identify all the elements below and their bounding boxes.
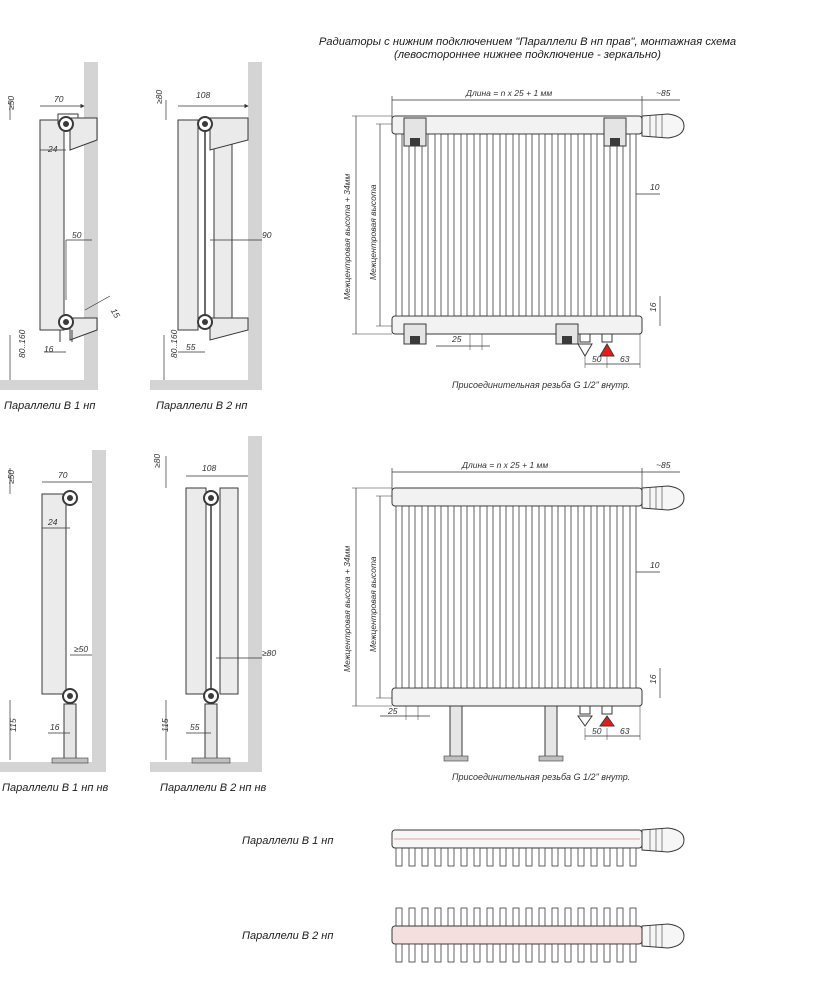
dim-108-b: 108 [196, 90, 210, 100]
dim-108-d: 108 [202, 463, 216, 473]
dim-115-d: 115 [160, 718, 170, 732]
side-view-b2np-nv: ≥80 108 ≥80 55 115 [150, 436, 276, 772]
dim-floor-a: 80..160 [17, 329, 27, 358]
dim-height-center-1: Межцентровая высота [368, 184, 378, 280]
dim-16-1: 16 [648, 302, 658, 312]
dim-70-c: 70 [58, 470, 68, 480]
side-view-b1np-nv: ≥50 70 24 ≥50 16 115 [0, 450, 106, 772]
dim-55-b: 55 [186, 342, 196, 352]
dim-16-2: 16 [648, 674, 658, 684]
valve-supply-2 [599, 715, 615, 727]
dim-55-d: 55 [190, 722, 200, 732]
dim-height-total-2: Межцентровая высота + 34мм [342, 546, 352, 672]
dim-ge50-c: ≥50 [74, 644, 88, 654]
diagram-title: Радиаторы с нижним подключением "Паралле… [240, 36, 815, 62]
dim-10-2: 10 [650, 560, 660, 570]
dim-height-total-1: Межцентровая высота + 34мм [342, 174, 352, 300]
thread-note-1: Присоединительная резьба G 1/2" внутр. [452, 380, 630, 390]
label-b2np: Параллели В 2 нп [156, 400, 248, 412]
label-b1np-nv: Параллели В 1 нп нв [2, 782, 109, 794]
title-line-1: Радиаторы с нижним подключением "Паралле… [318, 36, 737, 48]
dim-height-center-2: Межцентровая высота [368, 556, 378, 652]
label-b1np: Параллели В 1 нп [4, 400, 96, 412]
dim-63-1: 63 [620, 354, 630, 364]
dim-length-1: Длина = n x 25 + 1 мм [465, 88, 552, 98]
dim-10-1: 10 [650, 182, 660, 192]
top-view-b1np [391, 827, 685, 867]
dim-24-c: 24 [47, 517, 58, 527]
thread-note-2: Присоединительная резьба G 1/2" внутр. [452, 772, 630, 782]
dim-15-a: 15 [109, 307, 123, 320]
valve-supply-1 [599, 343, 615, 357]
side-view-b1np: ≥50 70 24 50 15 16 80..160 [0, 62, 122, 390]
dim-50-1: 50 [592, 354, 602, 364]
front-view-floor: Длина = n x 25 + 1 мм ~85 [342, 460, 685, 782]
dim-length-2: Длина = n x 25 + 1 мм [461, 460, 548, 470]
dim-ge80-d: ≥80 [262, 648, 276, 658]
side-view-b2np: ≥80 108 90 55 80..160 [150, 62, 272, 390]
dim-50-a: 50 [72, 230, 82, 240]
dim-16-a: 16 [44, 344, 54, 354]
top-view-b2np [391, 907, 685, 963]
dim-gap80-b: ≥80 [154, 90, 164, 104]
label-top-b1np: Параллели В 1 нп [242, 835, 334, 847]
dim-gap80-d: ≥80 [152, 454, 162, 468]
dim-25-1: 25 [451, 334, 462, 344]
title-line-2: (левостороннее нижнее подключение - зерк… [394, 49, 661, 61]
front-view-wall: Длина = n x 25 + 1 мм ~85 [342, 88, 685, 390]
dim-16-c: 16 [50, 722, 60, 732]
dim-85-1: ~85 [656, 88, 671, 98]
dim-115-c: 115 [8, 718, 18, 732]
dim-gap50-a: ≥50 [6, 96, 16, 110]
dim-25-2: 25 [387, 706, 398, 716]
dim-63-2: 63 [620, 726, 630, 736]
label-b2np-nv: Параллели В 2 нп нв [160, 782, 267, 794]
dim-70-a: 70 [54, 94, 64, 104]
dim-90-b: 90 [262, 230, 272, 240]
dim-gap50-c: ≥50 [6, 470, 16, 484]
dim-24-a: 24 [47, 144, 58, 154]
label-top-b2np: Параллели В 2 нп [242, 930, 334, 942]
dim-floor-b: 80..160 [169, 329, 179, 358]
dim-85-2: ~85 [656, 460, 671, 470]
dim-50-2: 50 [592, 726, 602, 736]
